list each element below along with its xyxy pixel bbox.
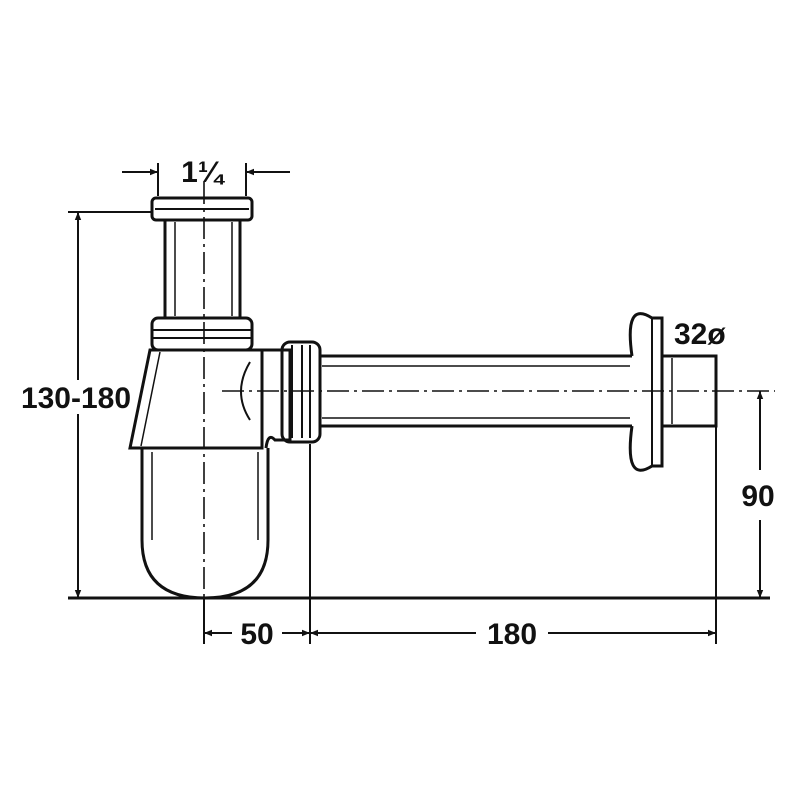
trap-body <box>128 348 292 600</box>
dim-bottom <box>203 426 717 644</box>
dim-height <box>68 211 152 598</box>
inlet-size-label: 1¼ <box>181 156 226 189</box>
outlet-height-label: 90 <box>741 480 774 513</box>
outlet-diameter-label: 32ø <box>674 318 726 351</box>
inlet-pipe <box>150 196 254 352</box>
offset-label: 50 <box>240 618 273 651</box>
centre-lines <box>203 182 775 598</box>
outlet-pipe <box>320 354 632 428</box>
height-range-label: 130-180 <box>21 382 131 415</box>
dim-inlet <box>122 163 290 196</box>
outlet-length-label: 180 <box>487 618 537 651</box>
outlet-nut <box>280 340 322 444</box>
